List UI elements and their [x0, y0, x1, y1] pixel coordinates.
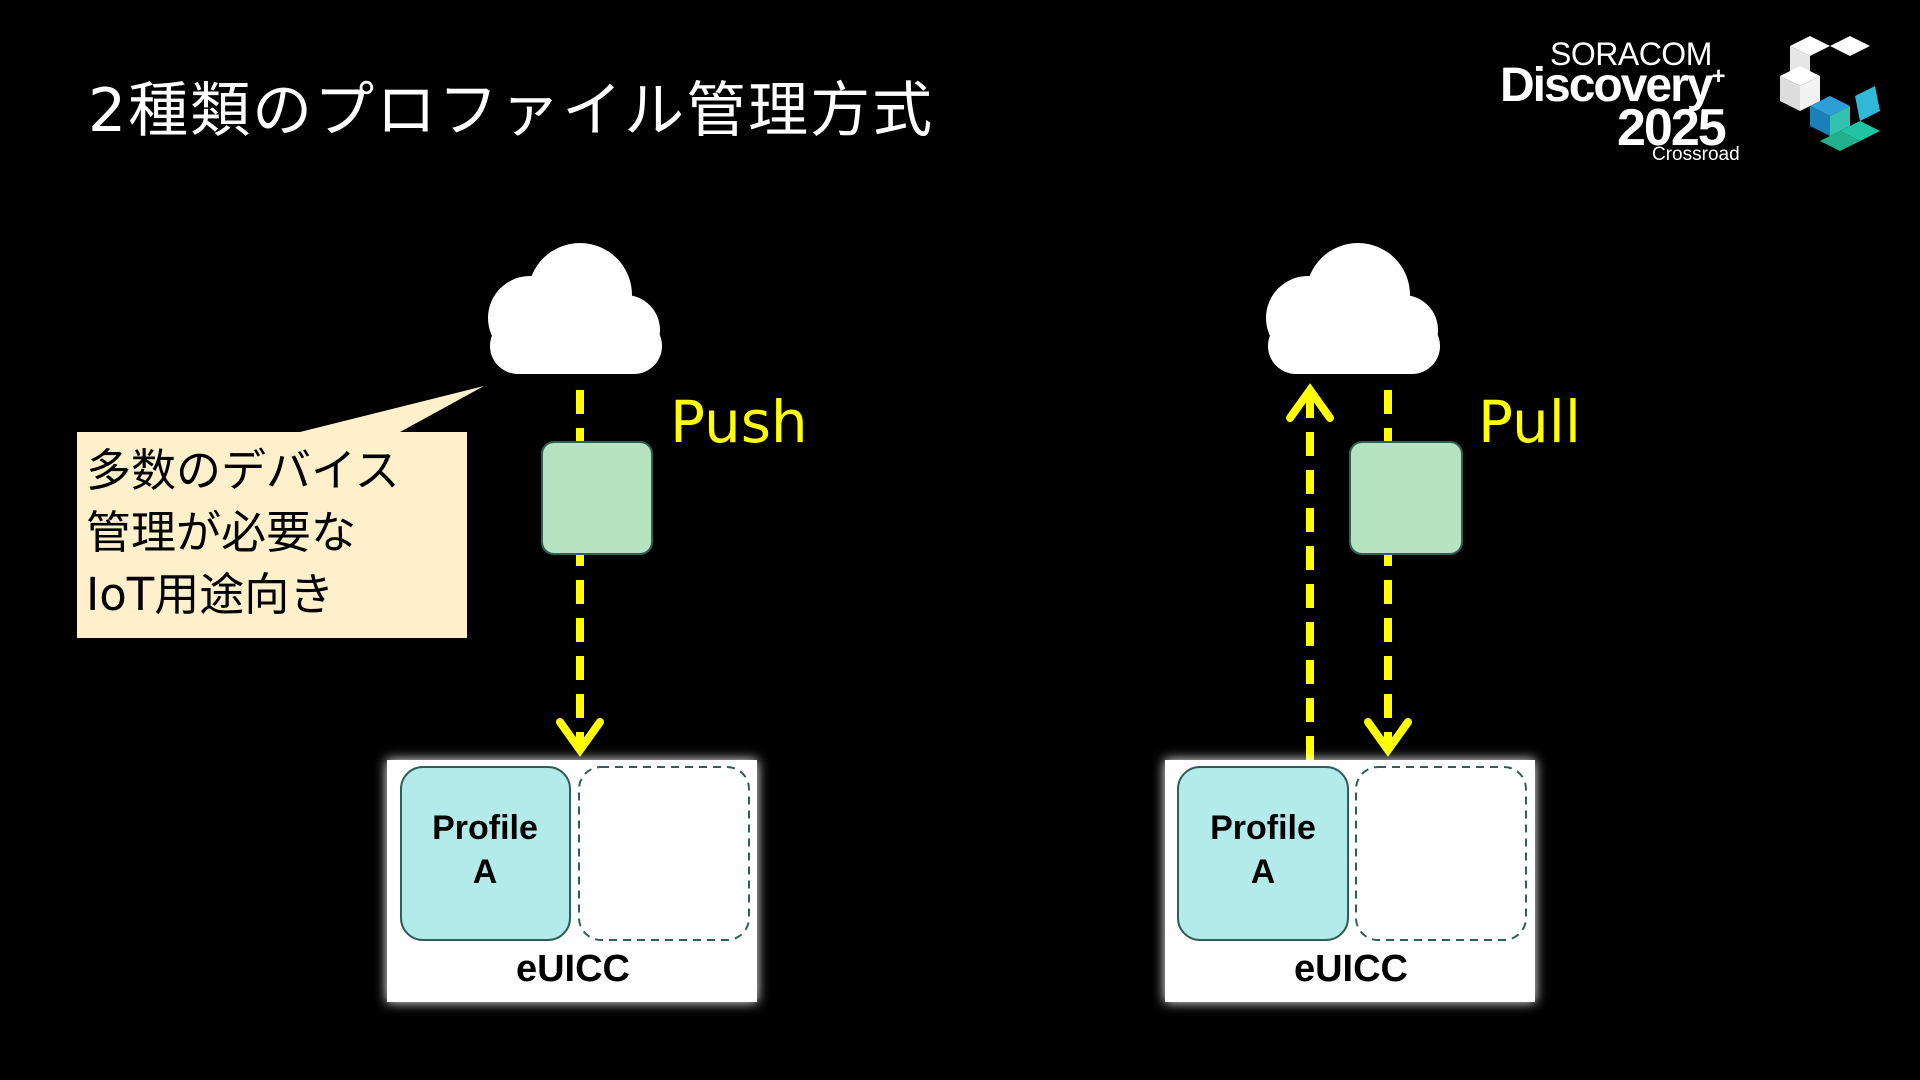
logo-soracom-text: SORACOM — [1550, 36, 1712, 72]
pull-euicc-label: eUICC — [1293, 948, 1409, 990]
callout-line: IoT用途向き — [86, 568, 335, 621]
push-profile-letter: A — [472, 853, 498, 891]
push-profile-name: Profile — [432, 809, 538, 847]
push-euicc-label: eUICC — [515, 948, 631, 990]
callout-line: 管理が必要な — [86, 506, 357, 559]
logo-year-text: 2025 — [1617, 99, 1727, 157]
pull-profile-letter: A — [1250, 853, 1276, 891]
arrow-down-icon — [1364, 718, 1412, 757]
push-empty-slot — [578, 766, 750, 941]
callout-text: 多数のデバイス 管理が必要な IoT用途向き — [86, 440, 466, 626]
logo-mark-icon — [1780, 36, 1880, 151]
push-profile-label: Profile A — [400, 806, 570, 894]
pull-empty-slot — [1355, 766, 1527, 941]
page-title: 2種類のプロファイル管理方式 — [88, 76, 935, 146]
push-profile-a — [400, 766, 571, 941]
callout-line: 多数のデバイス — [86, 444, 400, 497]
arrow-up-icon — [1286, 383, 1334, 422]
pull-cloud-icon — [1266, 243, 1440, 374]
arrow-down-icon — [556, 718, 604, 757]
pull-package-box — [1349, 441, 1463, 555]
pull-profile-a — [1177, 766, 1349, 941]
logo-crossroad-text: Crossroad — [1652, 144, 1740, 165]
callout-box — [77, 386, 484, 638]
push-cloud-icon — [488, 243, 662, 374]
push-package-box — [541, 441, 653, 555]
logo-discovery-text: Discovery+ — [1500, 59, 1726, 112]
pull-profile-label: Profile A — [1178, 806, 1348, 894]
pull-profile-name: Profile — [1210, 809, 1316, 847]
push-label: Push — [670, 388, 808, 456]
pull-label: Pull — [1478, 388, 1581, 456]
soracom-discovery-logo: SORACOM Discovery+ 2025 Crossroad — [1490, 36, 1890, 176]
